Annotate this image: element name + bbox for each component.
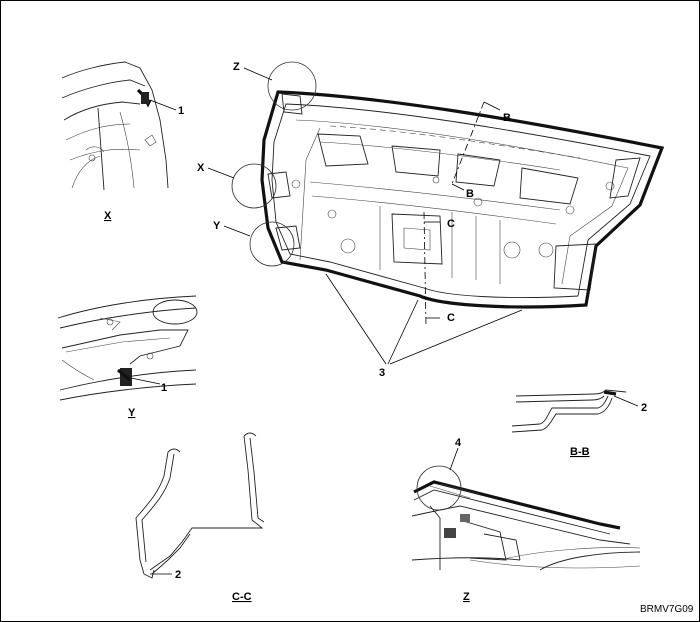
leader-1-x <box>149 99 177 111</box>
callout-part-2-bb: 2 <box>641 402 647 414</box>
callout-part-1-x: 1 <box>178 105 184 117</box>
leader-4 <box>449 447 459 471</box>
caption-bb: B-B <box>570 446 590 458</box>
leader-z <box>243 67 273 81</box>
caption-cc: C-C <box>232 591 252 603</box>
detail-z-view <box>411 480 641 571</box>
callout-part-2-cc: 2 <box>175 569 181 581</box>
section-c-c-view <box>135 432 265 579</box>
leader-3-left <box>325 273 387 365</box>
callout-z: Z <box>233 61 240 73</box>
leader-2-bb <box>613 395 639 407</box>
leader-y <box>223 225 251 237</box>
trunk-lid-main-view <box>260 90 665 309</box>
view-circle-y <box>249 221 295 267</box>
callout-c-top: C <box>447 218 455 230</box>
callout-c-bottom: C <box>447 312 455 324</box>
callout-b-bottom: B <box>466 188 474 200</box>
caption-z: Z <box>463 591 470 603</box>
callout-part-3: 3 <box>379 367 385 379</box>
callout-x: X <box>197 162 205 174</box>
detail-x-view <box>61 61 169 191</box>
view-circle-4 <box>416 465 462 511</box>
leader-x <box>207 167 235 179</box>
figure-code: BRMV7G09 <box>640 604 694 615</box>
section-line-c <box>423 211 427 327</box>
section-b-b-view <box>511 389 627 433</box>
detail-y-view <box>57 295 198 401</box>
section-b-bottom-arrow <box>451 183 465 191</box>
callout-y: Y <box>213 220 221 232</box>
callout-b-top: B <box>503 112 511 124</box>
leader-1-y <box>130 377 161 385</box>
caption-x: X <box>104 210 112 222</box>
section-b-top-arrow <box>483 101 501 111</box>
view-circle-z <box>267 61 317 111</box>
caption-y: Y <box>128 407 136 419</box>
callout-part-4: 4 <box>455 437 462 449</box>
leader-3-right <box>389 309 523 365</box>
leader-3-middle <box>387 299 419 365</box>
callout-part-1-y: 1 <box>161 382 167 394</box>
view-circle-x <box>231 163 277 209</box>
